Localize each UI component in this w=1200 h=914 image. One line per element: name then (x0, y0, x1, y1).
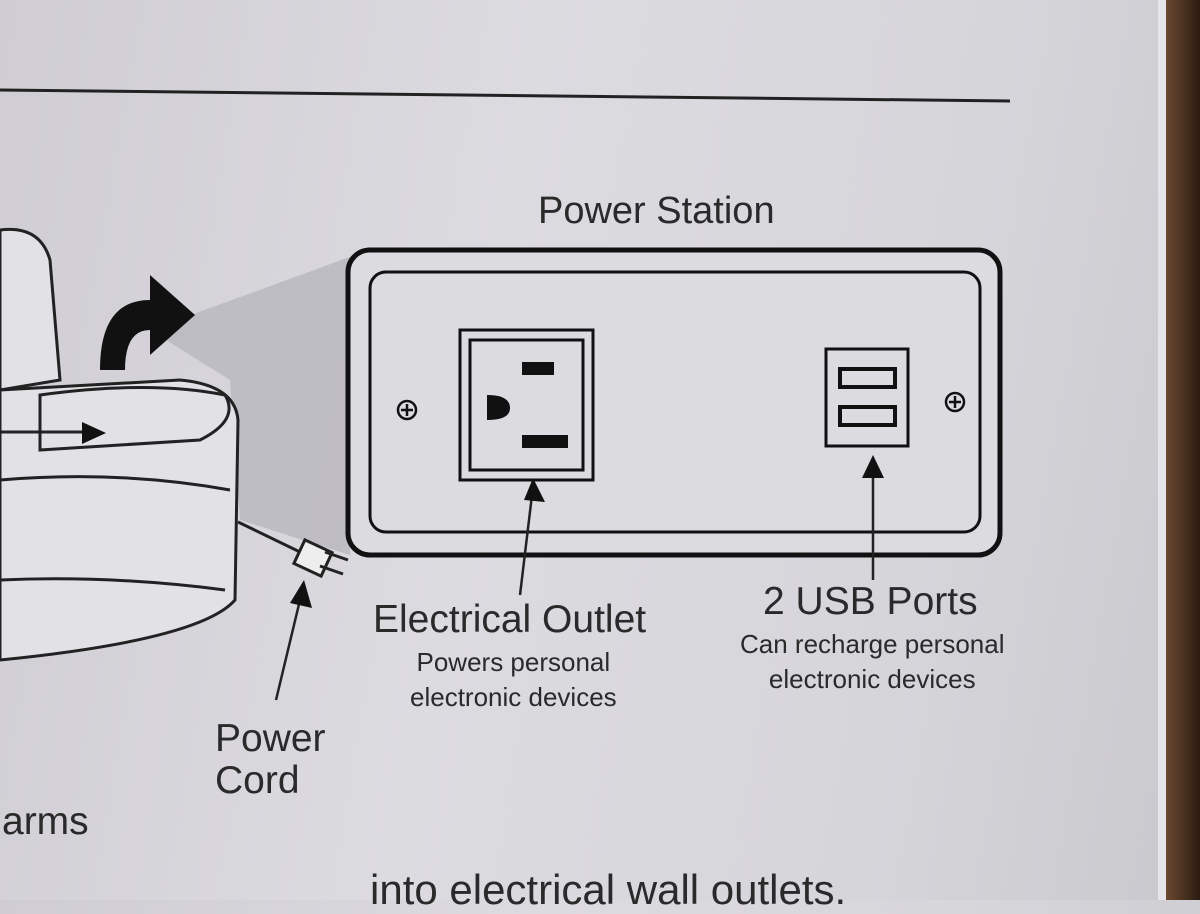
paper-edge (1158, 0, 1166, 900)
power-cord-line2: Cord (215, 759, 300, 802)
bottom-instruction-text: into electrical wall outlets. (370, 866, 847, 913)
screw-icon (396, 399, 418, 421)
arm-arrow-icon (0, 422, 106, 444)
power-cord-label: Power Cord (215, 718, 326, 802)
electrical-outlet-icon (458, 328, 595, 482)
plug-icon (291, 537, 349, 579)
lift-arrow-icon (100, 275, 195, 370)
outlet-desc-line: electronic devices (410, 682, 617, 712)
usb-desc-line: Can recharge personal (740, 629, 1005, 659)
outlet-desc-line: Powers personal (416, 647, 611, 677)
power-cord-line1: Power (215, 717, 326, 760)
arms-text: arms (2, 800, 89, 843)
usb-description: Can recharge personal electronic devices (740, 627, 1005, 697)
usb-ports-icon (824, 347, 910, 448)
outlet-description: Powers personal electronic devices (410, 645, 617, 715)
outlet-pointer-arrow-icon (518, 478, 545, 596)
zoom-beam (150, 255, 355, 555)
usb-pointer-arrow-icon (862, 455, 884, 580)
screw-icon (944, 391, 966, 413)
usb-desc-line: electronic devices (768, 664, 976, 694)
header-rule (0, 88, 1011, 103)
table-background (1166, 0, 1200, 900)
outlet-label: Electrical Outlet (373, 598, 647, 641)
diagram-title: Power Station (538, 190, 775, 232)
power-station-panel (345, 247, 1003, 558)
usb-label: 2 USB Ports (763, 580, 978, 623)
power-cord-line (237, 520, 301, 554)
recliner-chair-illustration (0, 227, 240, 662)
cord-pointer-arrow-icon (274, 580, 312, 701)
